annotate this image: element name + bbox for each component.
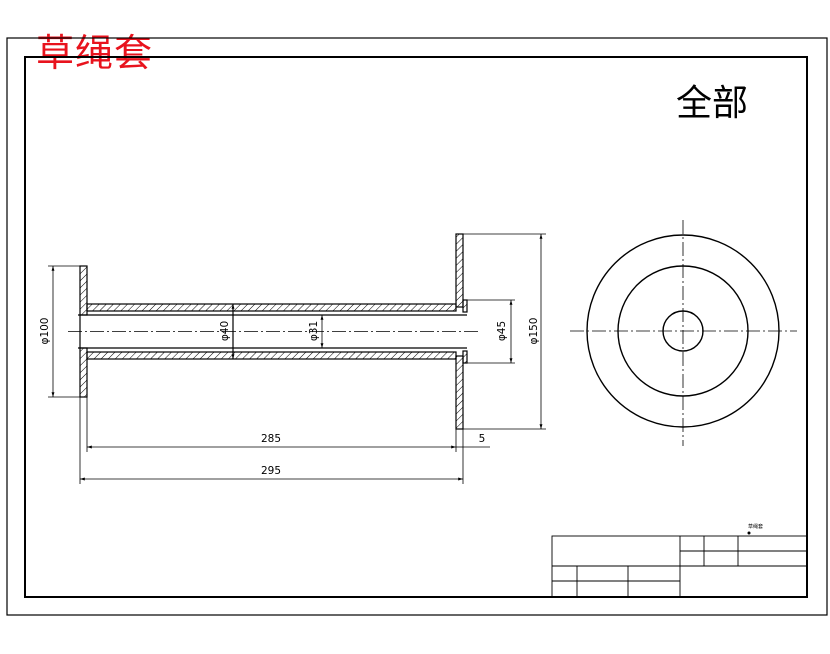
- dim-d-flange-right: φ150: [528, 318, 540, 345]
- dim-len-tube: 285: [261, 433, 281, 445]
- dim-d-flange-left: φ100: [39, 318, 51, 345]
- tube-wall-upper: [86, 303, 457, 312]
- outer-border: [6, 37, 828, 616]
- dim-d-hub: φ45: [496, 321, 508, 341]
- hub-upper: [462, 299, 468, 313]
- dimension-lines: [48, 233, 546, 484]
- end-view-centerlines: [570, 220, 797, 446]
- left-flange-upper: [79, 265, 88, 316]
- dim-len-flange: 5: [479, 433, 486, 445]
- title-block-dot: [747, 531, 751, 535]
- left-flange-lower: [79, 347, 88, 398]
- right-flange-upper: [455, 233, 464, 308]
- tube-wall-lower: [86, 351, 457, 360]
- right-flange-lower: [455, 355, 464, 430]
- inner-border: [24, 56, 808, 598]
- dim-len-total: 295: [261, 465, 281, 477]
- drawing-title-handwritten: 草绳套: [36, 31, 154, 75]
- view-label: 全部: [676, 83, 749, 124]
- dimension-text: φ100 φ40 φ31 φ45 φ150 285 5 295: [39, 318, 540, 477]
- dim-d-bore: φ31: [308, 321, 320, 341]
- dim-d-tube: φ40: [219, 321, 231, 341]
- hub-lower: [462, 350, 468, 364]
- title-block: [551, 535, 808, 598]
- title-block-name: 草绳套: [748, 523, 763, 530]
